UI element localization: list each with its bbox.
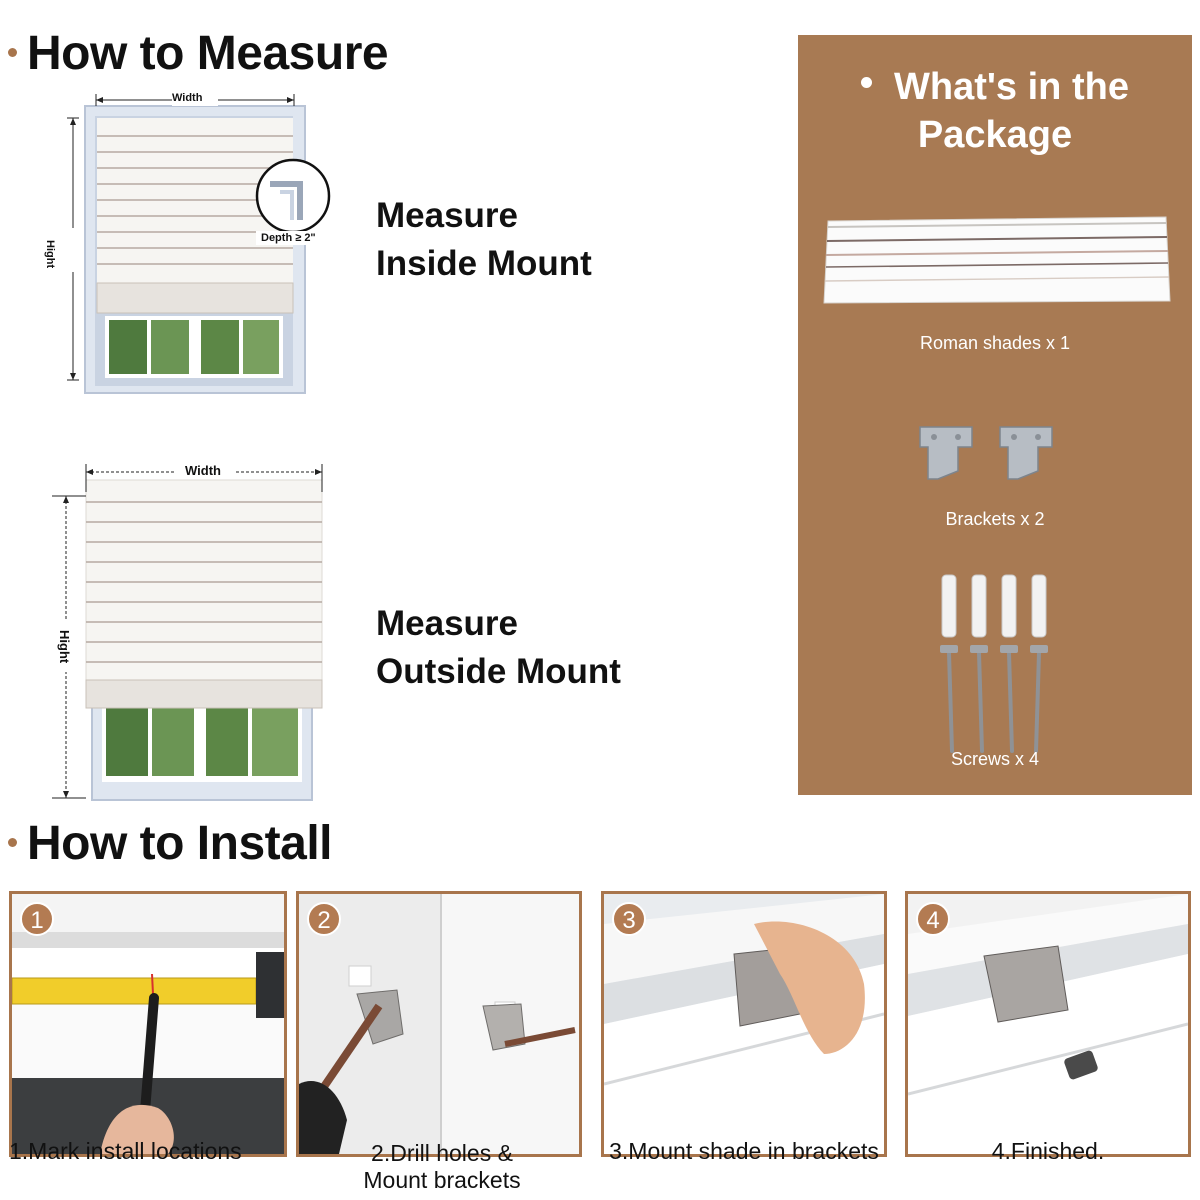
inside-mount-line2: Inside Mount xyxy=(376,244,592,283)
install-step-1: 1 xyxy=(9,891,287,1157)
outside-mount-label: Measure Outside Mount xyxy=(376,600,621,696)
step-4-number: 4 xyxy=(916,902,950,936)
package-title: What's in the Package xyxy=(798,63,1192,159)
inside-width-label: Width xyxy=(172,92,203,104)
package-item-shades: Roman shades x 1 xyxy=(919,333,1071,353)
inside-mount-label: Measure Inside Mount xyxy=(376,192,592,288)
step-4-caption: 4.Finished. xyxy=(991,1138,1105,1164)
depth-label: Depth ≥ 2" xyxy=(261,232,316,244)
install-step-2: 2 xyxy=(296,891,582,1157)
step-2-caption: 2.Drill holes & Mount brackets xyxy=(296,1140,588,1194)
step-2-caption-line2: Mount brackets xyxy=(363,1167,521,1193)
package-item-screws: Screws x 4 xyxy=(950,749,1040,769)
outside-mount-line1: Measure xyxy=(376,604,519,643)
step-1-caption: 1.Mark install locations xyxy=(9,1138,242,1164)
package-panel: What's in the Package Roman shades x 1 B… xyxy=(798,35,1192,795)
step-1-number: 1 xyxy=(20,902,54,936)
inside-mount-diagram xyxy=(65,92,334,394)
outside-mount-line2: Outside Mount xyxy=(376,652,621,691)
measure-title: How to Measure xyxy=(27,27,389,80)
outside-height-label: Hight xyxy=(57,630,72,664)
step-3-caption: 3.Mount shade in brackets xyxy=(609,1138,879,1164)
install-heading: How to Install xyxy=(8,816,333,871)
brackets-image xyxy=(919,426,1053,480)
bullet-icon xyxy=(861,77,873,89)
inside-height-label: Hight xyxy=(44,240,56,269)
roman-shade-image xyxy=(823,216,1171,304)
package-title-line1: What's in the xyxy=(894,66,1129,108)
screws-image xyxy=(940,574,1048,753)
outside-width-label: Width xyxy=(185,463,221,478)
step-3-image xyxy=(604,894,884,1154)
install-step-3: 3 xyxy=(601,891,887,1157)
bullet-icon xyxy=(8,837,17,847)
step-2-number: 2 xyxy=(307,902,341,936)
step-3-number: 3 xyxy=(612,902,646,936)
step-1-image xyxy=(12,894,284,1154)
package-item-brackets: Brackets x 2 xyxy=(945,509,1045,529)
install-step-4: 4 xyxy=(905,891,1191,1157)
inside-mount-line1: Measure xyxy=(376,196,519,235)
step-4-image xyxy=(908,894,1188,1154)
measure-heading: How to Measure xyxy=(8,26,389,81)
package-title-line2: Package xyxy=(917,114,1073,156)
bullet-icon xyxy=(8,47,17,57)
step-2-image xyxy=(299,894,579,1154)
outside-mount-diagram xyxy=(52,464,323,801)
step-2-caption-line1: 2.Drill holes & xyxy=(371,1140,513,1166)
install-title: How to Install xyxy=(27,817,333,870)
